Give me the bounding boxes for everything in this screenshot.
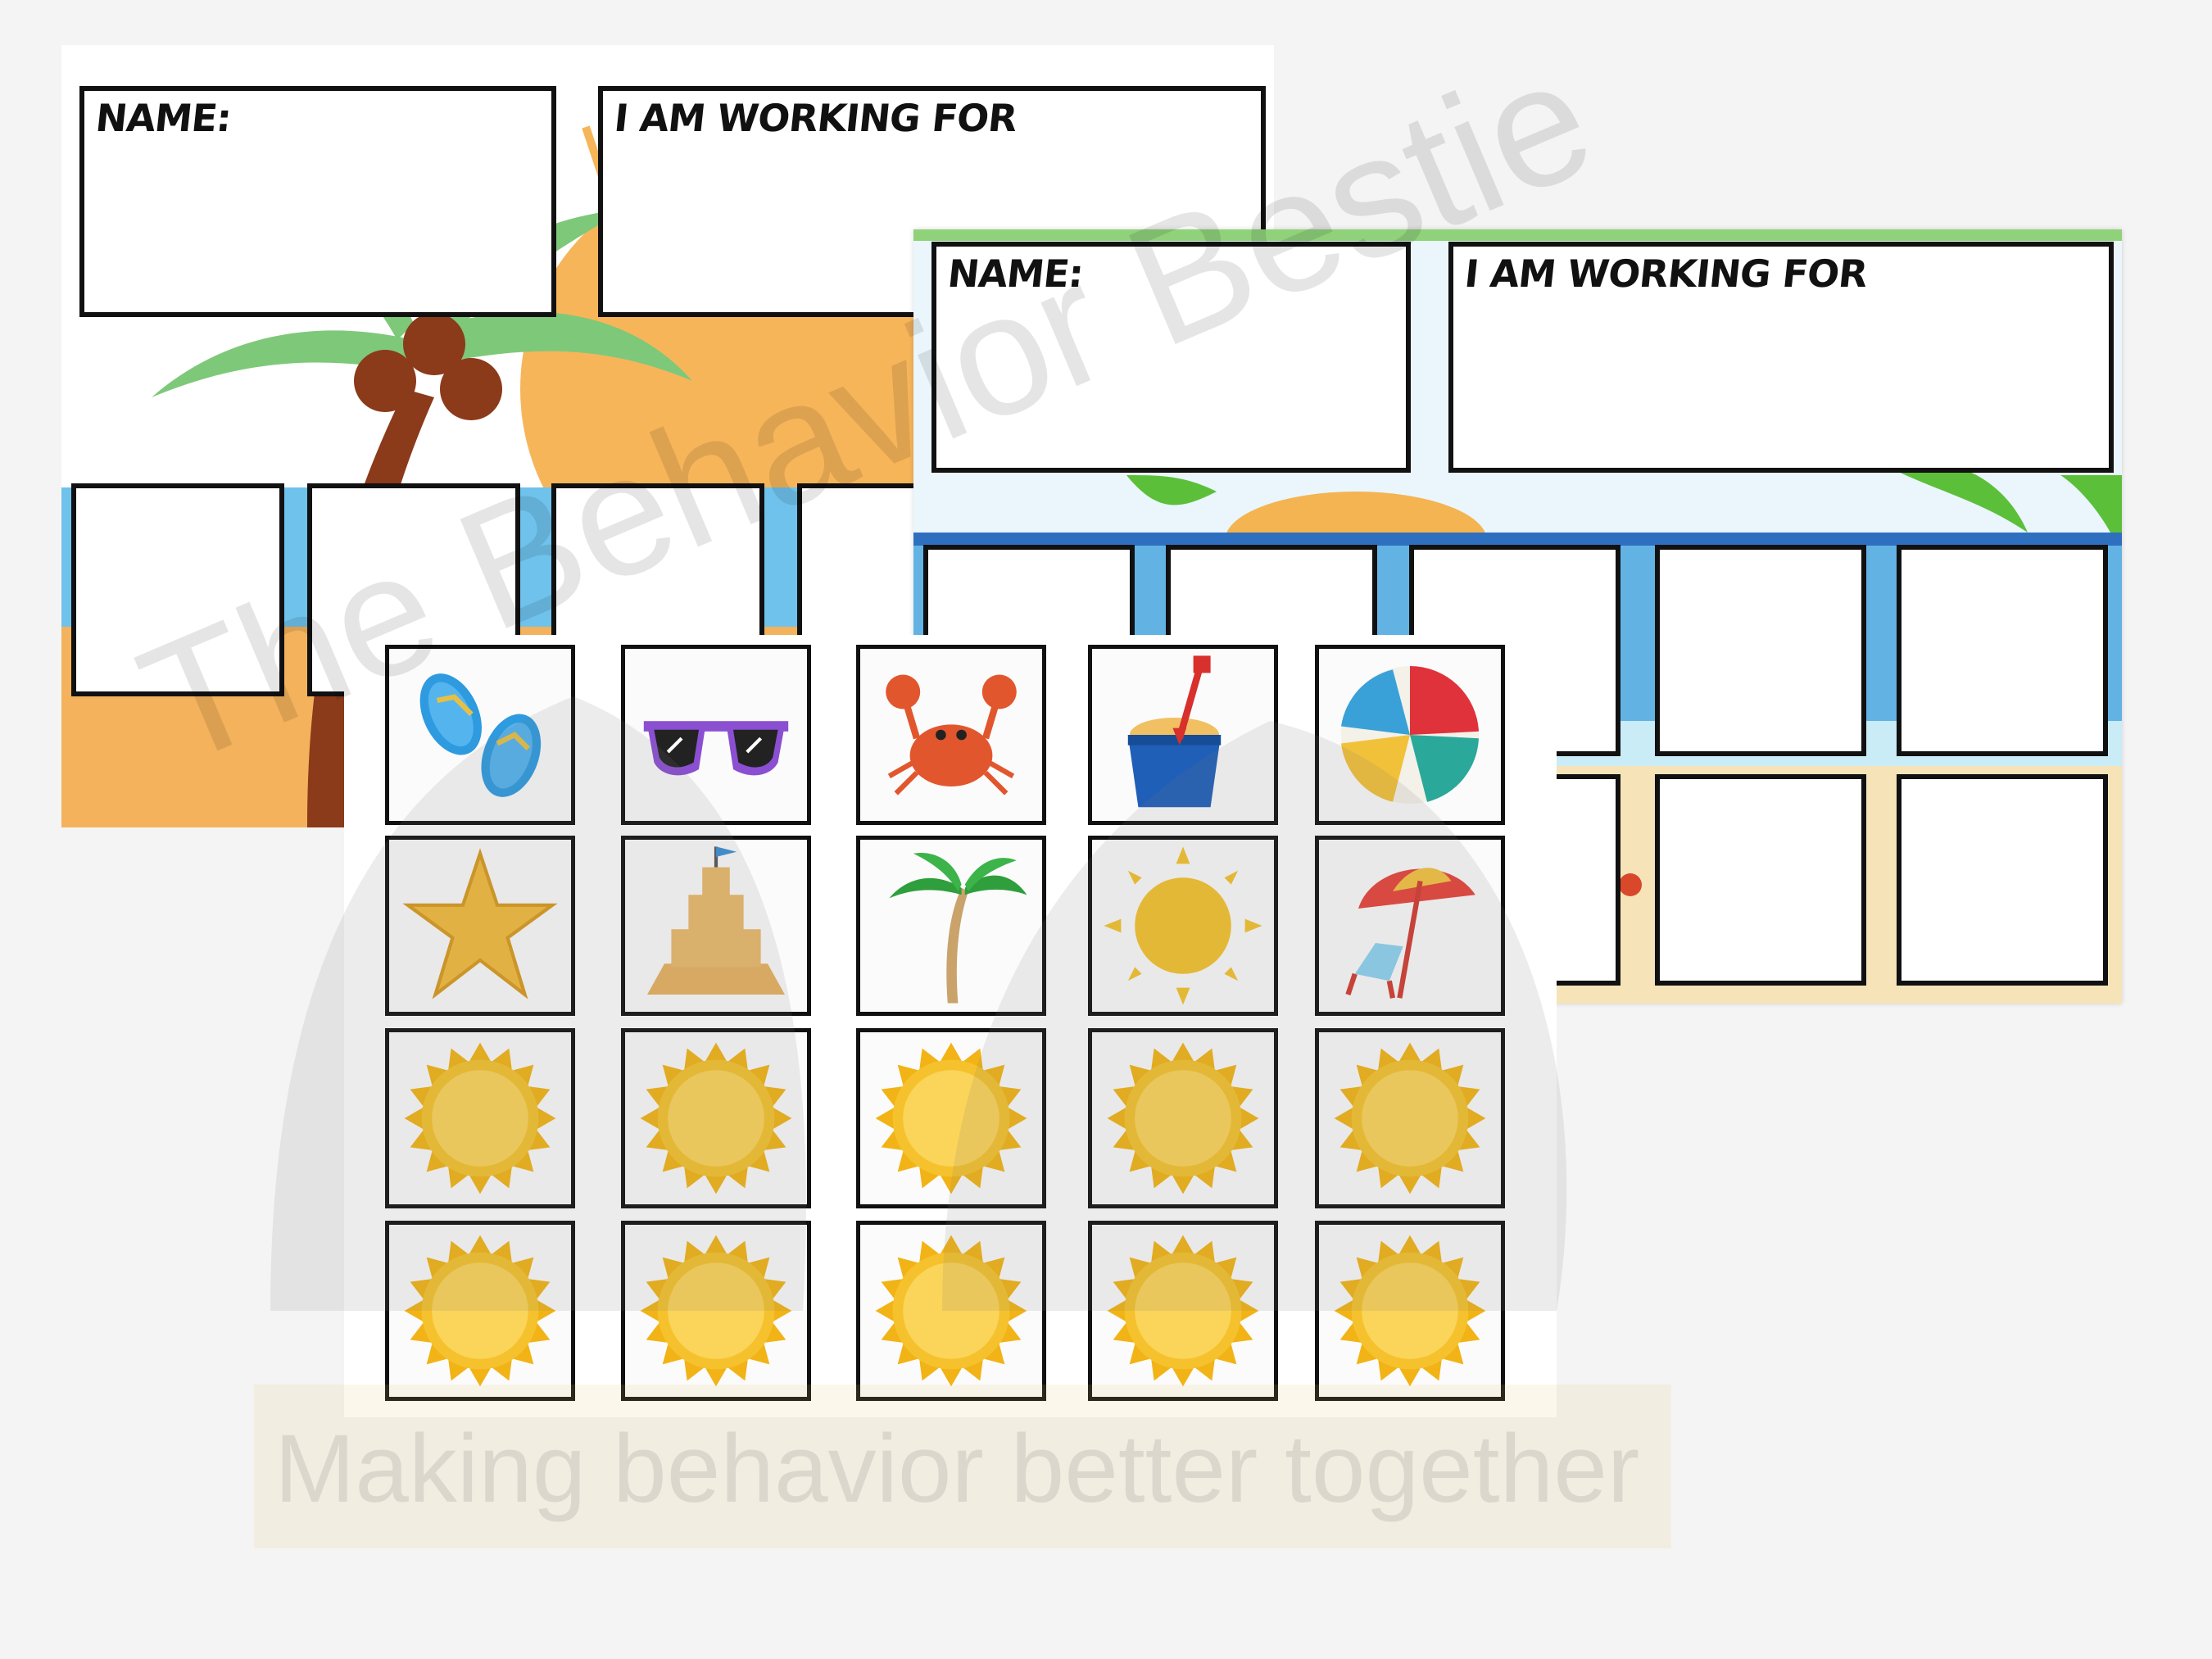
sun-token-icon bbox=[1334, 1042, 1486, 1194]
token-card-sheet bbox=[344, 635, 1557, 1417]
sun-icon bbox=[1104, 846, 1262, 1005]
card-beach-umbrella[interactable] bbox=[1315, 836, 1505, 1016]
sun-token-icon bbox=[1334, 1235, 1486, 1387]
sun-token-icon bbox=[1107, 1042, 1259, 1194]
name-label: NAME: bbox=[945, 252, 1086, 296]
card-sun-token[interactable] bbox=[621, 1221, 811, 1401]
card-sun-token[interactable] bbox=[1315, 1221, 1505, 1401]
crab-icon bbox=[886, 674, 1017, 796]
name-box[interactable]: NAME: bbox=[931, 242, 1411, 473]
sun-token-icon bbox=[640, 1235, 792, 1387]
name-box[interactable]: NAME: bbox=[79, 86, 556, 317]
card-sun-token[interactable] bbox=[1088, 1028, 1278, 1208]
sandcastle-icon bbox=[647, 846, 785, 995]
sunglasses-icon bbox=[643, 721, 789, 776]
palm-tree-icon bbox=[889, 853, 1027, 1004]
working-for-label: I AM WORKING FOR bbox=[1462, 252, 1870, 296]
card-sun-token[interactable] bbox=[385, 1028, 575, 1208]
card-sun-token[interactable] bbox=[385, 1221, 575, 1401]
card-sandcastle[interactable] bbox=[621, 836, 811, 1016]
sun-token-icon bbox=[1107, 1235, 1259, 1387]
starfish-icon bbox=[402, 848, 558, 999]
card-sun-token[interactable] bbox=[856, 1221, 1046, 1401]
flip-flops-icon bbox=[419, 673, 542, 797]
sun-token-icon bbox=[404, 1235, 556, 1387]
sand-bucket-icon bbox=[1127, 655, 1222, 808]
card-flip-flops[interactable] bbox=[385, 645, 575, 825]
token-slot[interactable] bbox=[1655, 545, 1866, 756]
sun-token-icon bbox=[404, 1042, 556, 1194]
card-beach-ball[interactable] bbox=[1315, 645, 1505, 825]
token-slot[interactable] bbox=[1655, 774, 1866, 986]
beach-umbrella-icon bbox=[1345, 868, 1475, 999]
token-slot[interactable] bbox=[1897, 545, 2108, 756]
token-slot[interactable] bbox=[1897, 774, 2108, 986]
beach-ball-icon bbox=[1341, 665, 1479, 804]
sun-token-icon bbox=[875, 1042, 1027, 1194]
working-for-label: I AM WORKING FOR bbox=[612, 96, 1019, 140]
card-sun-token[interactable] bbox=[856, 1028, 1046, 1208]
card-sun-token[interactable] bbox=[621, 1028, 811, 1208]
card-palm-tree[interactable] bbox=[856, 836, 1046, 1016]
card-starfish[interactable] bbox=[385, 836, 575, 1016]
card-crab[interactable] bbox=[856, 645, 1046, 825]
sun-token-icon bbox=[640, 1042, 792, 1194]
card-sun[interactable] bbox=[1088, 836, 1278, 1016]
card-sun-token[interactable] bbox=[1088, 1221, 1278, 1401]
card-sand-bucket[interactable] bbox=[1088, 645, 1278, 825]
name-label: NAME: bbox=[93, 96, 233, 140]
working-for-box[interactable]: I AM WORKING FOR bbox=[1448, 242, 2114, 473]
card-sun-token[interactable] bbox=[1315, 1028, 1505, 1208]
card-sunglasses[interactable] bbox=[621, 645, 811, 825]
sun-token-icon bbox=[875, 1235, 1027, 1387]
token-slot[interactable] bbox=[71, 483, 284, 696]
watermark-tagline: Making behavior better together bbox=[274, 1415, 1640, 1523]
